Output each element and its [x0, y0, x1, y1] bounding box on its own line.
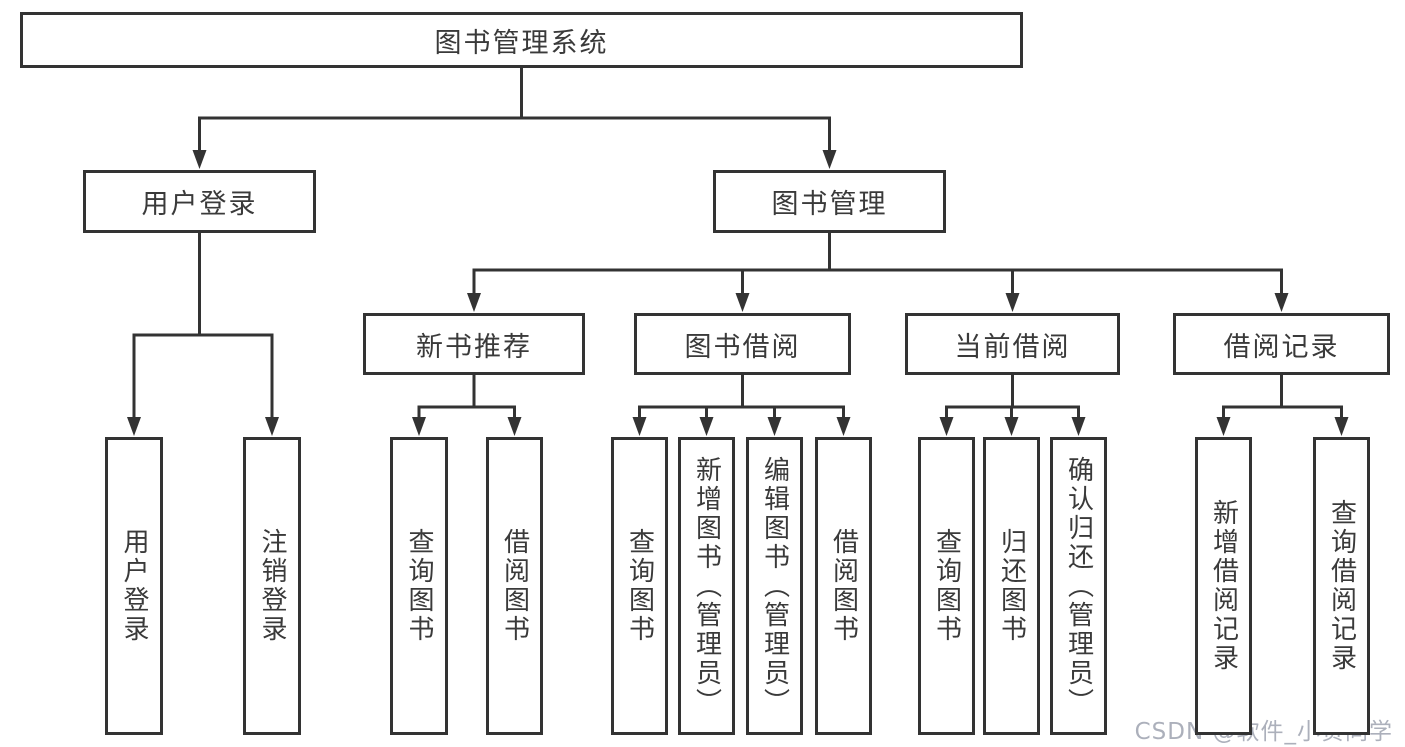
node-new-book-rec: 新书推荐 [363, 313, 585, 375]
node-leaf-add-book-admin: 新增图书（管理员） [678, 437, 735, 735]
arrowhead-icon [127, 417, 141, 436]
node-leaf-borrow-books-1: 借阅图书 [486, 437, 543, 735]
arrowhead-icon [1004, 417, 1019, 436]
node-leaf-query-borrow-record: 查询借阅记录 [1313, 437, 1370, 735]
node-current-borrow: 当前借阅 [905, 313, 1120, 375]
node-leaf-query-books-1: 查询图书 [390, 437, 448, 735]
arrowhead-icon [1274, 293, 1289, 312]
node-leaf-return-books: 归还图书 [983, 437, 1040, 735]
arrowhead-icon [467, 293, 481, 312]
arrowhead-icon [265, 417, 279, 436]
arrowhead-icon [1216, 417, 1231, 436]
arrowhead-icon [507, 417, 522, 436]
arrowhead-icon [412, 417, 426, 436]
arrowhead-icon [735, 293, 750, 312]
arrowhead-icon [1071, 417, 1086, 436]
node-book-borrow: 图书借阅 [634, 313, 851, 375]
arrowhead-icon [767, 417, 782, 436]
arrowhead-icon [699, 417, 714, 436]
node-leaf-confirm-return: 确认归还（管理员） [1050, 437, 1107, 735]
node-leaf-edit-book-admin: 编辑图书（管理员） [746, 437, 803, 735]
node-user-login: 用户登录 [83, 170, 316, 233]
arrowhead-icon [836, 417, 851, 436]
node-leaf-add-borrow-record: 新增借阅记录 [1195, 437, 1252, 735]
node-leaf-user-login: 用户登录 [105, 437, 163, 735]
arrowhead-icon [822, 150, 837, 169]
arrowhead-icon [192, 150, 207, 169]
node-leaf-borrow-books-2: 借阅图书 [815, 437, 872, 735]
arrowhead-icon [1334, 417, 1349, 436]
node-leaf-query-books-3: 查询图书 [918, 437, 975, 735]
node-library-system: 图书管理系统 [20, 12, 1023, 68]
node-leaf-query-books-2: 查询图书 [611, 437, 668, 735]
arrowhead-icon [1005, 293, 1020, 312]
node-leaf-logout: 注销登录 [243, 437, 301, 735]
arrowhead-icon [632, 417, 647, 436]
node-book-mgmt: 图书管理 [713, 170, 946, 233]
arrowhead-icon [939, 417, 954, 436]
node-borrow-records: 借阅记录 [1173, 313, 1390, 375]
